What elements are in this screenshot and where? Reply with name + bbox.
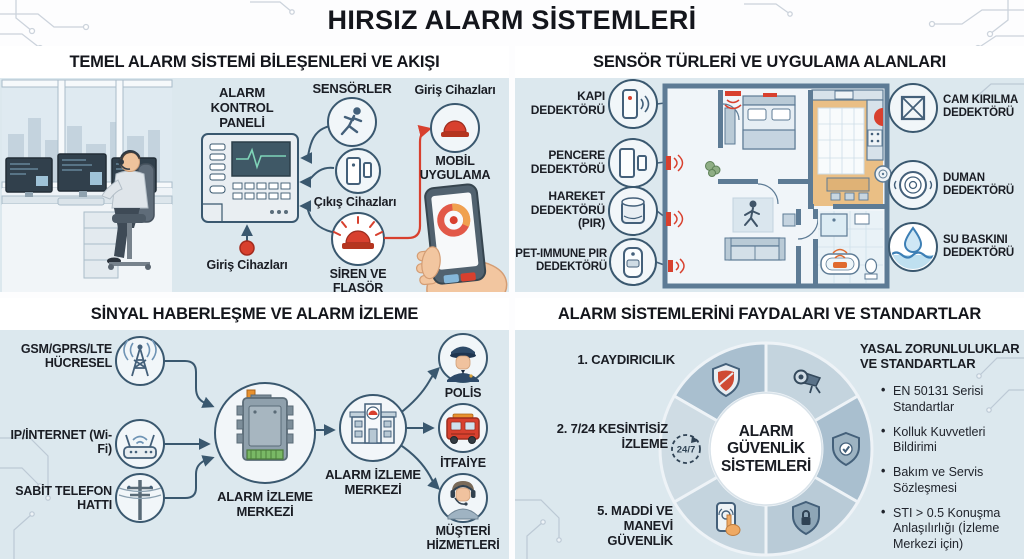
siren-icon bbox=[331, 212, 385, 266]
shield-icon bbox=[712, 362, 740, 398]
standards-heading: YASAL ZORUNLULUKLAR VE STANDARTLAR bbox=[860, 341, 1020, 371]
window-detector-label: PENCERE DEDEKTÖRÜ bbox=[530, 148, 605, 176]
customer-service-label: MÜŞTERİ HİZMETLERİ bbox=[426, 524, 500, 553]
police-label: POLİS bbox=[444, 386, 482, 400]
door-detector-label: KAPI DEDEKTÖRÜ bbox=[530, 89, 605, 117]
input-devices-bottom-label: Giriş Cihazları bbox=[206, 258, 288, 272]
beacon-icon bbox=[430, 103, 480, 153]
shield-lock-icon bbox=[792, 500, 820, 536]
standards-item: Kolluk Kuvvetleri Bildirimi bbox=[881, 424, 1023, 457]
wheel-center-label: ALARM GÜVENLİK SİSTEMLERİ bbox=[720, 423, 811, 475]
water-leak-detector-icon bbox=[888, 222, 938, 272]
fire-truck-icon bbox=[438, 403, 488, 453]
standards-item: EN 50131 Serisi Standartlar bbox=[881, 383, 1023, 416]
components-artwork bbox=[0, 78, 509, 292]
pir-detector-icon bbox=[608, 186, 658, 236]
sensors-artwork bbox=[515, 78, 1024, 292]
output-devices-label: Çıkış Cihazları bbox=[313, 195, 397, 209]
fire-dept-label: İTFAİYE bbox=[440, 456, 486, 470]
support-agent-icon bbox=[438, 473, 488, 523]
shield-check-icon bbox=[832, 431, 860, 467]
control-panel-label: ALARM KONTROL PANELİ bbox=[210, 85, 274, 130]
mobile-phone-in-hand-illustration bbox=[415, 183, 508, 292]
components-title: TEMEL ALARM SİSTEMİ BİLEŞENLERİ VE AKIŞI bbox=[0, 46, 509, 78]
communicator-label: ALARM İZLEME MERKEZİ bbox=[217, 489, 313, 519]
police-icon bbox=[438, 333, 488, 383]
cell-tower-icon bbox=[115, 336, 165, 386]
pir-detector-label: HAREKET DEDEKTÖRÜ (PIR) bbox=[530, 189, 605, 231]
phone-line-icon bbox=[115, 473, 165, 523]
monitoring-station-label: ALARM İZLEME MERKEZİ bbox=[325, 467, 421, 497]
window-detector-icon bbox=[608, 138, 658, 188]
monitoring-flow-arrows bbox=[164, 360, 440, 499]
floorplan-illustration bbox=[662, 83, 892, 289]
24-7-monitoring-icon: 24/7 bbox=[671, 434, 701, 464]
gsm-channel-label: GSM/GPRS/LTE HÜCRESEL bbox=[20, 342, 112, 371]
sensors-title: SENSÖR TÜRLERİ VE UYGULAMA ALANLARI bbox=[515, 46, 1024, 78]
benefits-title: ALARM SİSTEMLERİNİ FAYDALARI VE STANDART… bbox=[515, 298, 1024, 330]
communicator-icon bbox=[214, 382, 316, 484]
smoke-detector-label: DUMAN DEDEKTÖRÜ bbox=[943, 172, 1015, 198]
benefit-monitoring-label: 2. 7/24 KESİNTİSİZ İZLEME bbox=[556, 421, 668, 451]
smoke-detector-icon bbox=[888, 160, 938, 210]
mobile-touch-icon bbox=[716, 502, 741, 536]
alert-signal-path bbox=[384, 125, 432, 240]
monitoring-artwork bbox=[0, 330, 509, 559]
door-detector-icon bbox=[608, 79, 658, 129]
quadrant-benefits: 24/7 ALARM SİSTEMLERİNİ FAYDALARI VE STA… bbox=[515, 298, 1024, 559]
contact-sensor-icon bbox=[335, 148, 381, 194]
glass-break-detector-icon bbox=[888, 83, 938, 133]
alarm-control-panel-device bbox=[201, 133, 299, 223]
sensors-label: SENSÖRLER bbox=[312, 81, 392, 96]
standards-list: EN 50131 Serisi Standartlar Kolluk Kuvve… bbox=[881, 383, 1023, 559]
pet-immune-pir-icon bbox=[609, 238, 657, 286]
glass-break-label: CAM KIRILMA DEDEKTÖRÜ bbox=[943, 94, 1018, 120]
input-device-dot bbox=[239, 240, 255, 256]
mobile-app-label: MOBİL UYGULAMA bbox=[419, 154, 491, 183]
benefit-security-label: 5. MADDİ VE MANEVİ GÜVENLİK bbox=[597, 503, 673, 548]
motion-sensor-icon bbox=[327, 97, 377, 147]
standards-item: STI > 0.5 Konuşma Anlaşılırlığı (İzleme … bbox=[881, 504, 1023, 553]
pet-immune-pir-label: PET-IMMUNE PIR DEDEKTÖRÜ bbox=[515, 248, 607, 274]
page-title: HIRSIZ ALARM SİSTEMLERİ bbox=[327, 5, 697, 35]
monitoring-title: SİNYAL HABERLEŞME VE ALARM İZLEME bbox=[0, 298, 509, 330]
ip-channel-label: IP/İNTERNET (Wi-Fi) bbox=[10, 428, 112, 457]
flow-arrows bbox=[241, 125, 335, 241]
control-room-illustration bbox=[1, 79, 173, 292]
siren-label: SİREN VE FLAŞÖR bbox=[329, 267, 387, 292]
quadrant-monitoring: SİNYAL HABERLEŞME VE ALARM İZLEME GSM/GP… bbox=[0, 298, 509, 559]
wheel-badge-text: 24/7 bbox=[677, 445, 696, 456]
input-devices-top-label: Giriş Cihazları bbox=[414, 83, 496, 97]
camera-icon bbox=[793, 369, 822, 394]
benefit-deterrence-label: 1. CAYDIRICILIK bbox=[577, 352, 675, 367]
standards-item: Bakım ve Servis Sözleşmesi bbox=[881, 464, 1023, 497]
quadrant-sensors: SENSÖR TÜRLERİ VE UYGULAMA ALANLARI KAPI… bbox=[515, 46, 1024, 292]
quadrant-components: TEMEL ALARM SİSTEMİ BİLEŞENLERİ VE AKIŞI… bbox=[0, 46, 509, 292]
water-leak-label: SU BASKINI DEDEKTÖRÜ bbox=[943, 234, 1015, 260]
landline-channel-label: SABİT TELEFON HATTI bbox=[15, 484, 112, 513]
monitoring-station-icon bbox=[339, 394, 407, 462]
wifi-router-icon bbox=[115, 419, 165, 469]
